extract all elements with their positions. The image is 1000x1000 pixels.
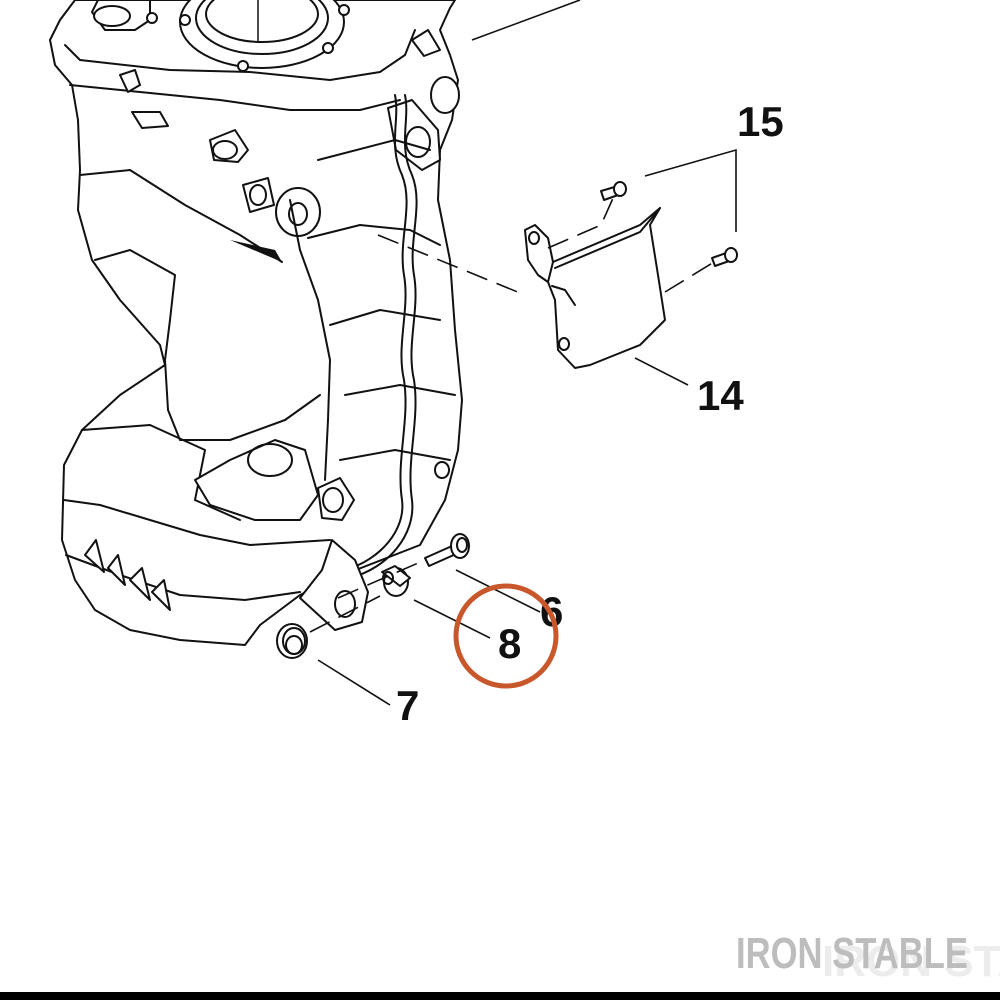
leader-top — [471, 0, 581, 41]
spacer-8 — [381, 565, 411, 597]
leader-7 — [317, 659, 391, 706]
callout-14: 14 — [697, 372, 744, 419]
assembly-lines — [309, 195, 715, 633]
leader-lines — [317, 0, 737, 706]
watermark-text: IRON STABLE — [736, 929, 968, 978]
fuel-tank — [49, 0, 463, 646]
bottom-border — [0, 992, 1000, 1000]
heat-shield-14 — [524, 207, 666, 369]
watermark-ghost: IRON STABLE — [822, 937, 1000, 986]
callout-7: 7 — [396, 682, 419, 729]
leader-15 — [644, 148, 737, 232]
leader-14 — [634, 357, 689, 386]
callout-8: 8 — [498, 620, 521, 667]
screw-15-upper — [600, 181, 627, 201]
callout-15: 15 — [737, 98, 784, 145]
leader-8 — [413, 599, 491, 639]
highlight-circle — [453, 583, 559, 689]
leader-6 — [455, 569, 541, 613]
screw-15-lower — [711, 247, 738, 267]
grommet-7 — [276, 623, 308, 659]
bolt-6 — [424, 533, 470, 567]
